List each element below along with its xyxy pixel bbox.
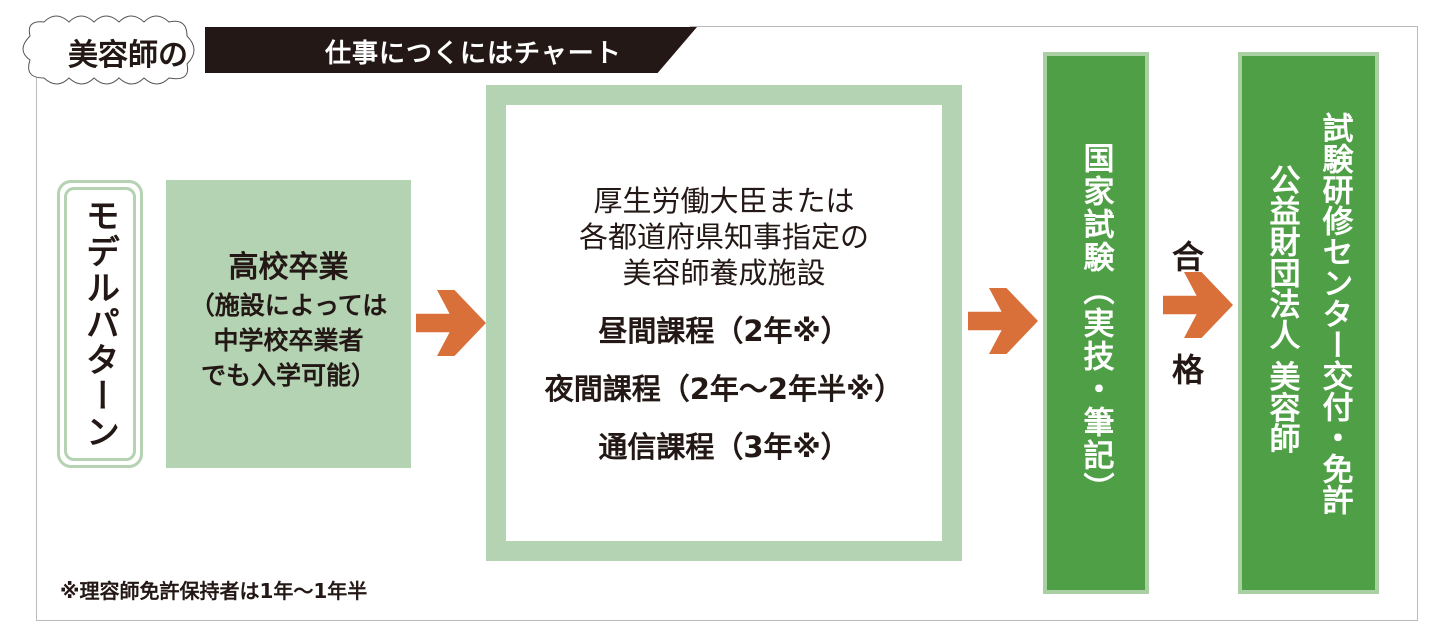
course-day: 昼間課程（2年※） (598, 314, 850, 348)
model-pattern-label: モデルパターン (79, 198, 120, 450)
national-exam-box: 国家試験（実技・筆記） (1043, 52, 1149, 594)
high-school-note-line: （施設によっては (189, 291, 388, 320)
pass-label-top: 合 (1172, 238, 1205, 276)
title-banner-text: 仕事につくにはチャート (325, 39, 622, 69)
national-exam-label: 国家試験（実技・筆記） (1077, 141, 1114, 505)
title-cloud-text: 美容師の (68, 38, 188, 73)
title-banner (205, 27, 697, 73)
frame-border-bottom (36, 620, 1418, 621)
high-school-note-line: 中学校卒業者 (213, 326, 364, 355)
model-pattern-label-box: モデルパターン (57, 180, 143, 468)
frame-border-top (690, 26, 1418, 27)
high-school-note-line: でも入学可能） (200, 361, 376, 390)
school-desc-line: 各都道府県知事指定の (578, 220, 869, 254)
frame-border-left (36, 60, 37, 621)
training-school-box: 厚生労働大臣または 各都道府県知事指定の 美容師養成施設 昼間課程（2年※） 夜… (486, 85, 962, 561)
license-center-line: 試験研修センター交付・免許 (1316, 112, 1353, 515)
footnote: ※理容師免許保持者は1年〜1年半 (60, 579, 368, 603)
title-cloud-shape (22, 15, 195, 85)
course-night: 夜間課程（2年〜2年半※） (544, 372, 904, 406)
school-desc-line: 美容師養成施設 (622, 256, 826, 290)
arrow-right-icon (416, 290, 486, 356)
high-school-title: 高校卒業 (228, 250, 349, 285)
license-box: 公益財団法人 美容師 試験研修センター交付・免許 (1238, 52, 1379, 594)
arrow-right-icon (1163, 272, 1233, 338)
pass-label-bottom: 格 (1172, 351, 1205, 389)
course-correspondence: 通信課程（3年※） (598, 430, 850, 464)
frame-border-right (1417, 27, 1418, 621)
school-desc-line: 厚生労働大臣または (593, 184, 855, 218)
high-school-box: 高校卒業 （施設によっては 中学校卒業者 でも入学可能） (166, 180, 411, 468)
license-org-line: 公益財団法人 美容師 (1263, 164, 1300, 454)
arrow-right-icon (968, 288, 1038, 354)
